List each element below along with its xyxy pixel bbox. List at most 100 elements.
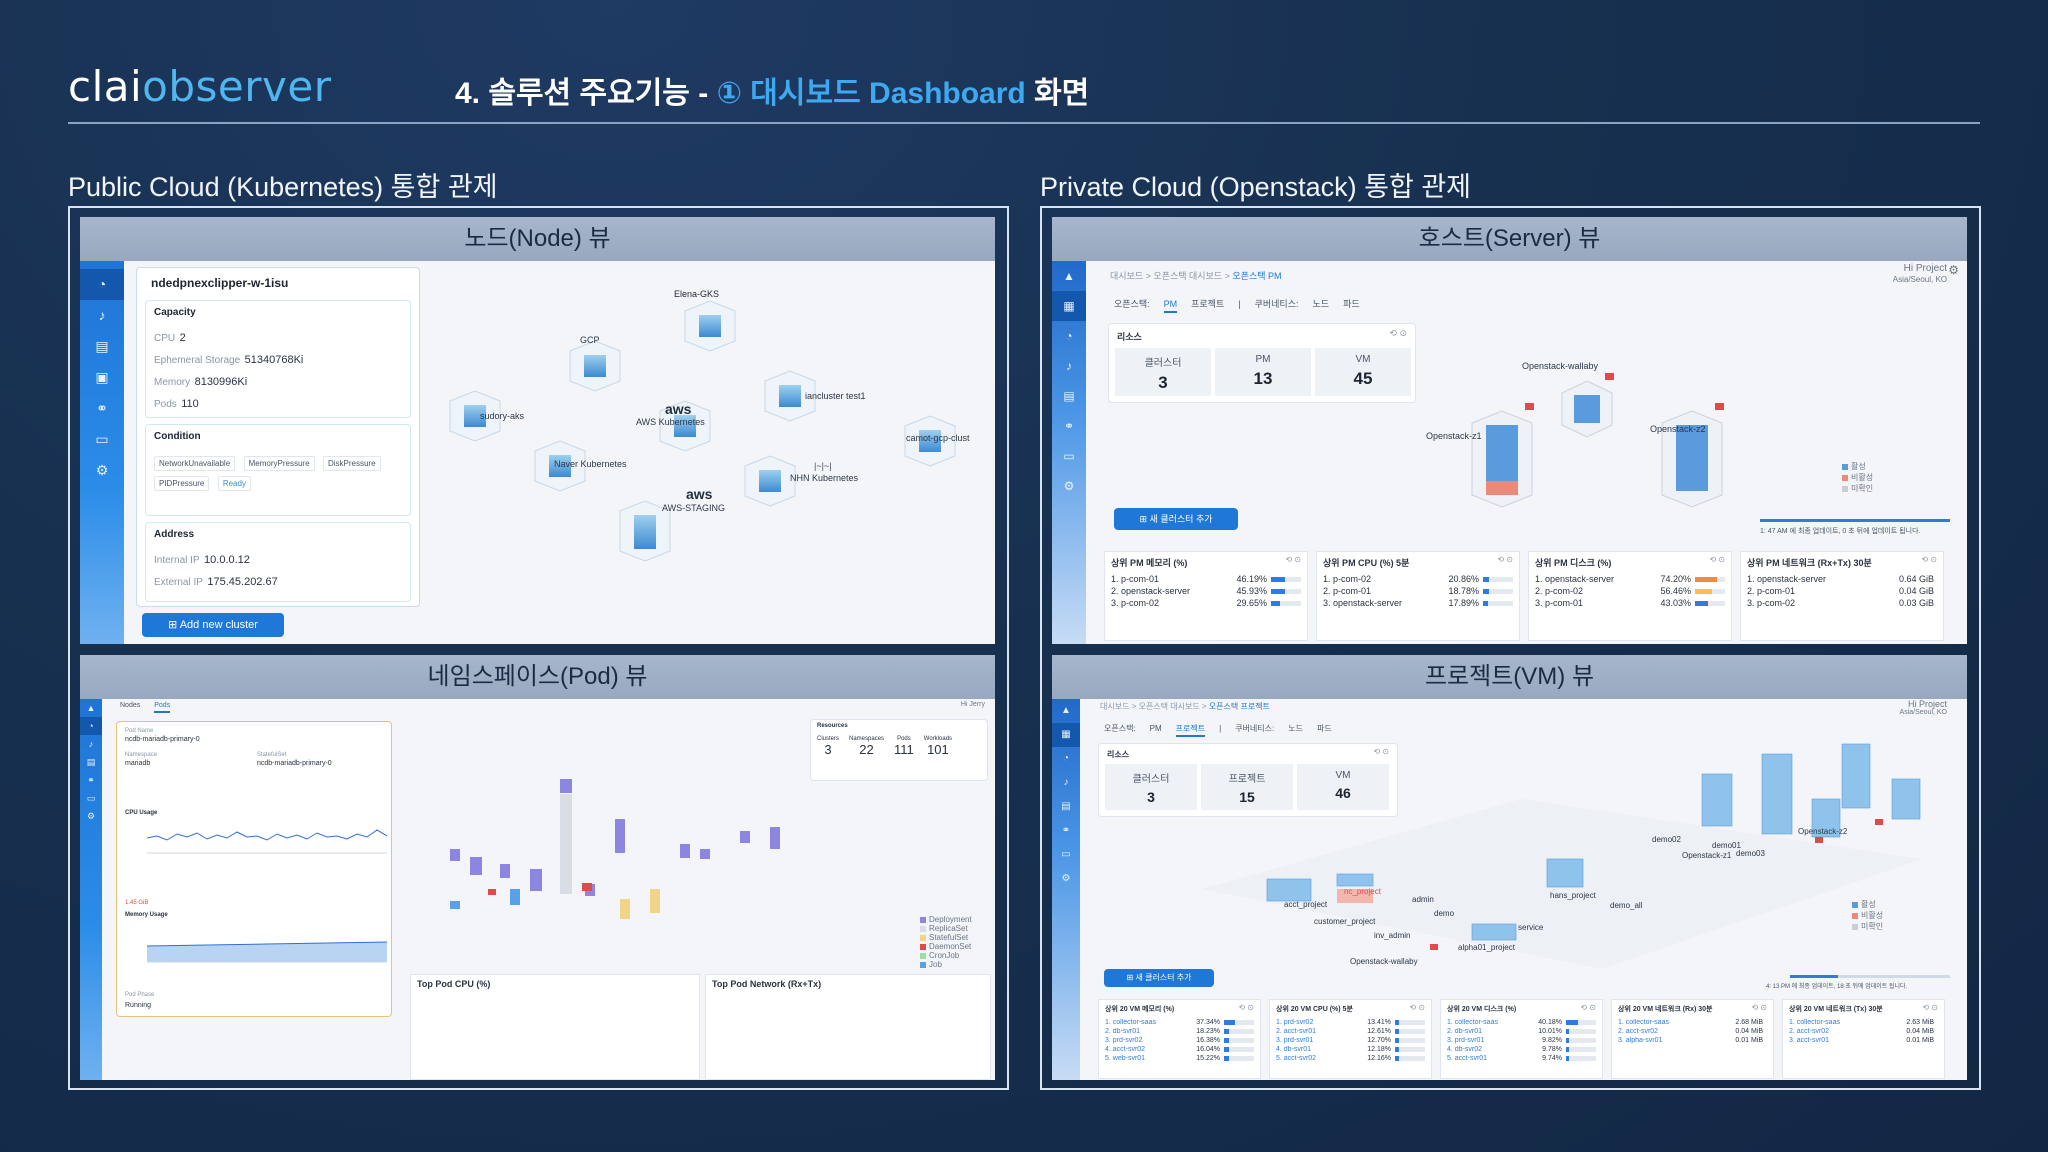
refresh-icon[interactable]: ⟲ ⊙ [1751,1003,1767,1012]
image-icon[interactable]: ▣ [95,369,109,385]
bell-icon[interactable]: ♪ [88,739,94,749]
gear-icon[interactable]: ⚙ [1061,873,1071,884]
breadcrumb-item[interactable]: 오픈스택 대시보드 [1153,271,1223,281]
breadcrumb-item[interactable]: 대시보드 [1110,271,1144,281]
tab-node[interactable]: 노드 [1288,724,1303,733]
breadcrumb-item[interactable]: 오픈스택 대시보드 [1138,702,1200,711]
tab-pm[interactable]: PM [1163,299,1178,313]
report-icon[interactable]: ▤ [95,338,109,354]
tab-pm[interactable]: PM [1149,724,1162,733]
refresh-icon[interactable]: ⟲ ⊙ [1580,1003,1596,1012]
refresh-icon[interactable]: ⟲ ⊙ [1389,328,1407,338]
cluster-cube[interactable] [659,400,711,452]
link-icon[interactable]: ⚭ [1063,419,1075,433]
tab-project[interactable]: 프로젝트 [1191,299,1225,309]
tab-project[interactable]: 프로젝트 [1175,724,1206,737]
refresh-icon[interactable]: ⟲ ⊙ [1921,555,1937,564]
cluster-cube[interactable] [764,370,816,422]
refresh-icon[interactable]: ⟲ ⊙ [1373,747,1389,756]
project-name[interactable]: Hi Project [1907,699,1947,709]
gear-icon[interactable]: ⚙ [95,462,109,478]
tab-node[interactable]: 노드 [1312,299,1330,309]
cluster-cube[interactable] [904,415,956,467]
bell-icon[interactable]: ♪ [98,307,106,323]
link-icon[interactable]: ⚭ [87,775,95,785]
dashboard-icon[interactable]: ◔ [1065,329,1073,343]
cluster-cube[interactable] [534,440,586,492]
report-icon[interactable]: ▤ [1063,389,1075,403]
refresh-icon[interactable]: ⟲ ⊙ [1238,1003,1254,1012]
add-cluster-button[interactable]: ⊞ 새 클러스터 추가 [1104,969,1214,987]
server-cube[interactable] [1471,410,1533,508]
gear-icon[interactable]: ⚙ [1948,263,1959,277]
grid-icon[interactable]: ▦ [1052,291,1086,321]
tab-nodes[interactable]: Nodes [120,702,141,709]
cluster-cube[interactable] [684,300,736,352]
breadcrumb-item[interactable]: 대시보드 [1100,702,1130,711]
link-icon[interactable]: ⚭ [96,400,108,416]
refresh-icon[interactable]: ⟲ ⊙ [1409,1003,1425,1012]
grid-icon[interactable]: ▦ [1052,723,1080,747]
bell-icon[interactable]: ♪ [1063,777,1069,788]
server-icon[interactable]: ▭ [1063,449,1075,463]
user-greeting[interactable]: Hi Jerry [960,701,985,708]
add-cluster-button[interactable]: ⊞ 새 클러스터 추가 [1114,508,1238,530]
tab-pod[interactable]: 파드 [1316,724,1332,733]
project-name[interactable]: Hi Project [1903,263,1947,274]
bell-icon[interactable]: ♪ [1066,359,1072,373]
refresh-icon[interactable]: ⟲ ⊙ [1285,555,1301,564]
cluster-cube[interactable] [449,390,501,442]
link-icon[interactable]: ⚭ [1061,825,1071,836]
report-icon[interactable]: ▤ [86,757,96,767]
server-icon[interactable]: ▭ [1061,849,1071,860]
cluster-cube[interactable] [744,455,796,507]
report-icon[interactable]: ▤ [1061,801,1071,812]
add-new-cluster-button[interactable]: ⊞ Add new cluster [142,613,284,637]
cluster-cube[interactable] [619,500,671,562]
tab-pods[interactable]: Pods [154,702,171,713]
gear-icon[interactable]: ⚙ [1063,479,1075,493]
dashboard-icon[interactable]: ◔ [80,717,102,735]
gear-icon[interactable]: ⚙ [86,811,96,821]
server-cube[interactable] [1561,380,1613,438]
refresh-icon[interactable]: ⟲ ⊙ [1709,555,1725,564]
server-icon[interactable]: ▭ [86,793,96,803]
dashboard-icon[interactable]: ◔ [1062,753,1070,764]
server-icon[interactable]: ▭ [95,431,109,447]
tab-pod[interactable]: 파드 [1343,299,1360,309]
refresh-icon[interactable]: ⟲ ⊙ [1922,1003,1938,1012]
refresh-icon[interactable]: ⟲ ⊙ [1497,555,1513,564]
